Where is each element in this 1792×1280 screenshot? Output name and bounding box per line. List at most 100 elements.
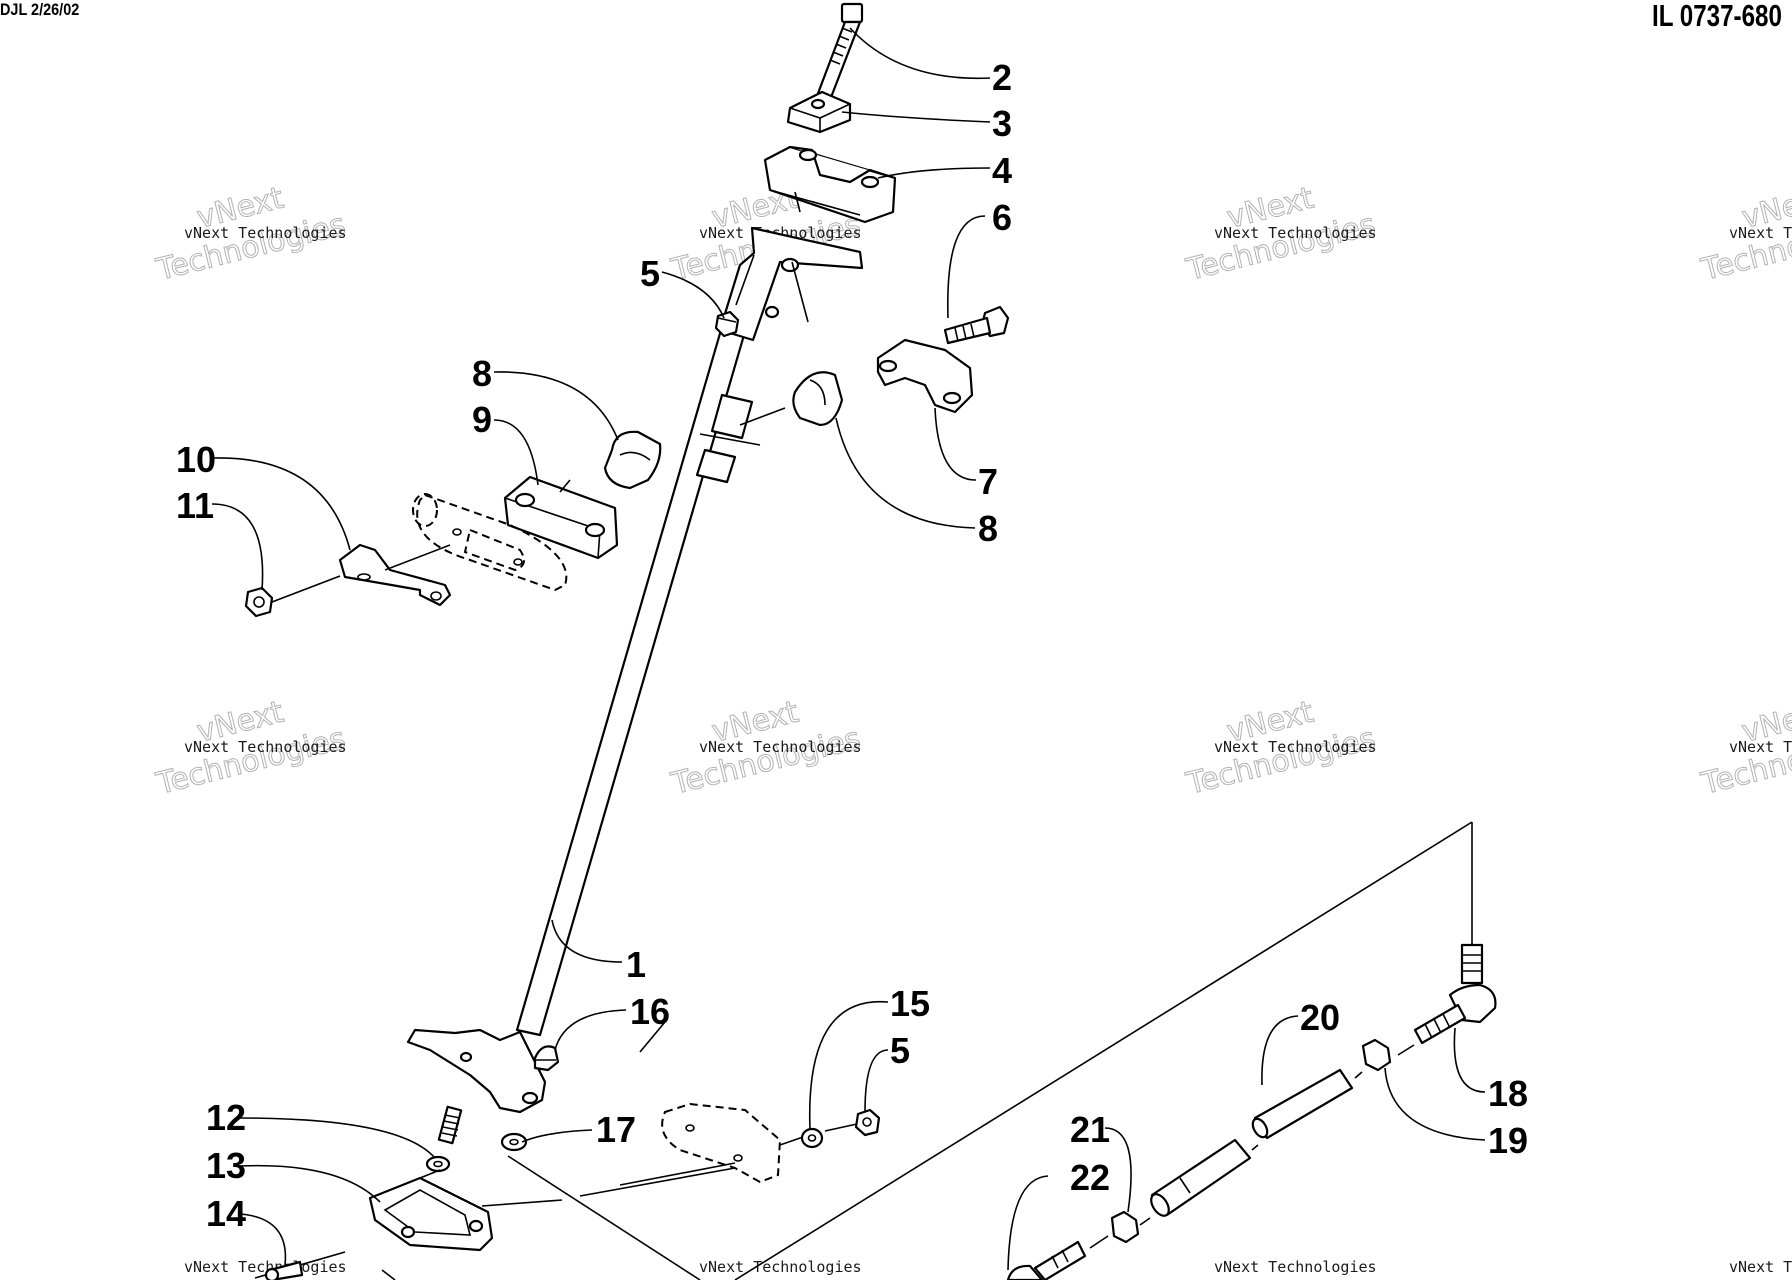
part-label-18: 18	[1488, 1073, 1528, 1114]
thread-line	[832, 51, 844, 57]
phantom-tube-hole	[513, 558, 523, 566]
part-label-3: 3	[992, 103, 1012, 144]
phantom-tube-hole	[452, 528, 462, 536]
nut-22	[1110, 1210, 1151, 1244]
bolt-shank	[943, 316, 992, 345]
washer-12	[425, 1155, 451, 1173]
mounting-plate-stub	[419, 1169, 441, 1179]
nut-hole	[253, 596, 265, 608]
rod-line	[1179, 1177, 1191, 1194]
phantom-arm-plate	[661, 1102, 782, 1184]
leader-15	[808, 1000, 889, 1131]
tube-20	[1251, 1068, 1363, 1140]
drawing-date: DJL 2/26/02	[0, 0, 80, 19]
phantom-plate-hole	[685, 1124, 695, 1132]
steering-shaft-ring-line	[699, 433, 761, 446]
rod-assembly-line	[1251, 1144, 1259, 1151]
assembly-line-washer	[779, 1136, 804, 1146]
part-label-7: 7	[978, 461, 998, 502]
part-label-10: 10	[176, 439, 216, 480]
pillow-block-assembly-line	[559, 479, 571, 493]
thread-line	[442, 1126, 459, 1131]
bracket-edge	[735, 254, 755, 306]
part-label-17: 17	[596, 1109, 636, 1150]
phantom-plate-hole	[733, 1154, 743, 1162]
tie-rod-end-shank	[1413, 1003, 1467, 1045]
cap-nut-16	[533, 1045, 560, 1072]
assembly-line-nut	[824, 1123, 858, 1132]
part-label-8-right: 8	[978, 508, 998, 549]
washer-body	[500, 1132, 528, 1152]
thread-line	[970, 323, 975, 338]
thread-line	[444, 1114, 461, 1119]
bracket-edge	[791, 261, 809, 323]
part-label-6: 6	[992, 197, 1012, 238]
part-label-13: 13	[206, 1145, 246, 1186]
assembly-line-bottom	[381, 1269, 396, 1280]
thread-line	[954, 327, 959, 342]
watermark-tile: vNext Technologies	[699, 1258, 862, 1276]
part-label-15: 15	[890, 983, 930, 1024]
bolt-shank	[815, 20, 862, 102]
watermarks: vNext Technologies vNext Technologies vN…	[152, 180, 1792, 1276]
bushing-inner	[619, 451, 651, 461]
nut-body	[854, 1108, 881, 1137]
bearing-cap-hole	[942, 391, 962, 405]
part-label-20: 20	[1300, 997, 1340, 1038]
nut-5-upper	[714, 310, 740, 338]
part-label-5-upper: 5	[640, 253, 660, 294]
part-label-8-left: 8	[472, 353, 492, 394]
pillow-block-hole	[514, 492, 536, 508]
nut-body	[1110, 1210, 1140, 1244]
tube-assembly-line	[1354, 1071, 1363, 1079]
leader-4	[877, 167, 991, 179]
clamp-block-edge	[819, 103, 851, 119]
watermark-tile: vNext Technologies vNext Technologies	[667, 694, 864, 802]
leader-2	[849, 27, 991, 80]
clamp-block-3	[786, 90, 852, 134]
watermark-text: vNext Technologies	[699, 738, 862, 756]
bolt-head	[840, 2, 864, 24]
illustration-number: IL 0737-680	[1652, 0, 1782, 33]
threaded-rod-21	[1150, 1138, 1259, 1217]
tie-rod-end-lower-shank	[1033, 1240, 1087, 1280]
thread-line	[441, 1132, 458, 1137]
bracket-hole	[357, 573, 371, 581]
bracket-hole	[780, 257, 800, 273]
assembly-line-16	[639, 1021, 666, 1053]
leader-8-left	[493, 371, 619, 441]
phantom-tube-end	[412, 493, 438, 527]
part-label-14: 14	[206, 1193, 246, 1234]
bolt-head	[264, 1267, 280, 1280]
leader-20	[1261, 1015, 1299, 1086]
clamp-edge	[769, 189, 861, 216]
steering-shaft-collar-lower	[695, 448, 737, 484]
part-label-2: 2	[992, 57, 1012, 98]
jam-nut-19	[1361, 1038, 1415, 1072]
assembly-line-plate-2	[579, 1167, 736, 1197]
assembly-line-arm	[619, 1162, 736, 1186]
watermark-tile: vNext Technologies vNext Technologies	[152, 180, 349, 288]
bushing-8-right	[792, 371, 844, 427]
steering-arm-hole	[459, 1051, 473, 1063]
mounting-plate-hole	[400, 1225, 416, 1239]
part-label-21: 21	[1070, 1109, 1110, 1150]
clamp-block-edge	[789, 107, 821, 119]
leader-11	[211, 503, 264, 591]
leader-lines	[211, 27, 1486, 1271]
tie-rod-assembly-line	[1089, 1235, 1109, 1249]
leader-1	[551, 919, 623, 963]
phantom-tube-outline	[416, 493, 568, 592]
steering-shaft-assembly-line	[739, 407, 786, 426]
watermark-text: vNext Technologies	[184, 738, 347, 756]
leader-3	[841, 111, 991, 123]
leader-22	[1007, 1175, 1049, 1271]
steering-column-upper-bracket	[718, 226, 864, 342]
part-labels: 2 3 4 6 5 8 9 10 11 7 8 1 16 15 5 17 20 …	[176, 57, 1528, 1234]
washer-body	[425, 1155, 451, 1173]
phantom-tube	[412, 493, 568, 592]
watermark-tile: vNext Technologies	[1729, 1258, 1792, 1276]
clamp-hole	[860, 175, 880, 189]
washer-body	[800, 1127, 824, 1149]
